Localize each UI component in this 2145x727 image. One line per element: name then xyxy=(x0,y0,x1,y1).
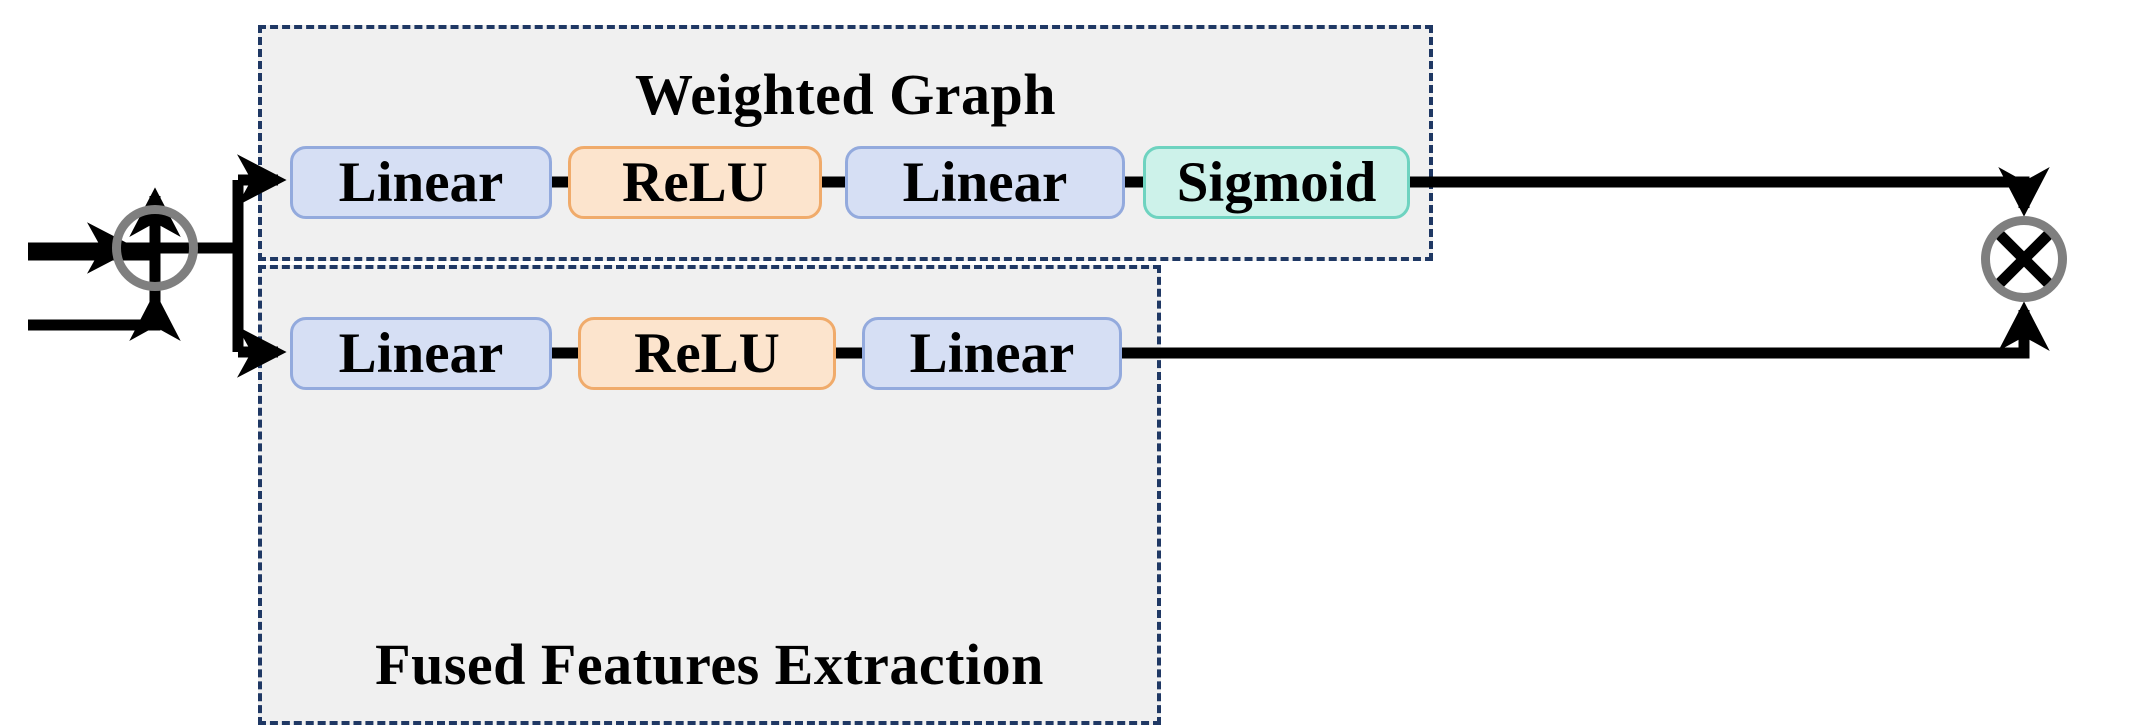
sigmoid-to-multiply-wire xyxy=(1410,167,2050,217)
fused-features-node-linear-2[interactable]: Linear xyxy=(862,317,1122,390)
fused-features-node-linear-1[interactable]: Linear xyxy=(290,317,552,390)
input-wire-bottom xyxy=(28,291,181,341)
fused-to-multiply-wire xyxy=(1122,301,2050,359)
add-operator xyxy=(112,205,198,291)
weighted-graph-node-linear-2[interactable]: Linear xyxy=(845,146,1125,219)
weighted-graph-panel xyxy=(258,25,1433,261)
weighted-graph-node-relu[interactable]: ReLU xyxy=(568,146,822,219)
weighted-graph-node-sigmoid[interactable]: Sigmoid xyxy=(1143,146,1410,219)
weighted-graph-node-linear-1[interactable]: Linear xyxy=(290,146,552,219)
fused-features-node-relu[interactable]: ReLU xyxy=(578,317,836,390)
multiply-operator xyxy=(1981,216,2067,302)
